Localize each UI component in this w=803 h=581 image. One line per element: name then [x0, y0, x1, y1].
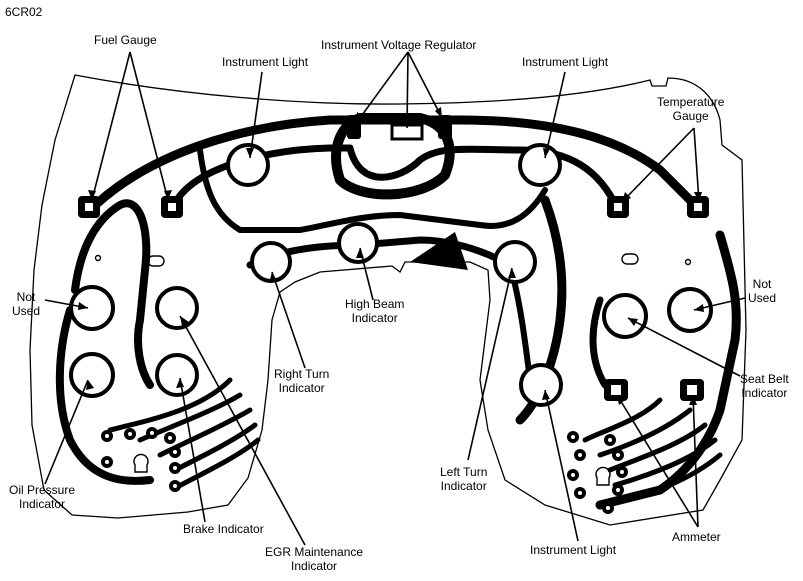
fuel-gauge-terminal-2-pad: [168, 203, 176, 211]
label-seat-belt-indicator: Seat Belt Indicator: [740, 372, 789, 400]
mount-hole-2: [684, 258, 692, 266]
slot-left: [147, 255, 165, 267]
leader-left-turn: [467, 267, 513, 461]
leader-egr: [179, 315, 306, 546]
leader-brake: [179, 377, 206, 523]
ammeter-terminal-1-pad: [611, 385, 621, 395]
label-temperature-gauge: Temperature Gauge: [657, 95, 725, 123]
slot-right: [621, 253, 639, 265]
figure-id: 6CR02: [5, 5, 43, 19]
instrument-light-bottom-socket: [519, 363, 563, 407]
leader-ammeter-2: [692, 394, 699, 528]
upper-main-trace: [83, 115, 705, 217]
leader-fuel-gauge-2: [129, 51, 169, 201]
mounting-holes: [94, 253, 692, 486]
label-instrument-light-bottom: Instrument Light: [530, 543, 617, 557]
leader-temperature-1: [621, 127, 695, 203]
lower-right-fan-1: [582, 397, 663, 443]
right-outer-trace: [595, 230, 741, 510]
lower-left-fan-4: [172, 422, 258, 473]
lower-right-fan-3: [607, 422, 708, 473]
conductor-wedge: [410, 232, 468, 270]
label-instrument-voltage-regulator: Instrument Voltage Regulator: [321, 38, 477, 52]
left-turn-socket: [493, 240, 537, 284]
instrument-light-right-socket: [518, 143, 562, 187]
left-outer-trace: [55, 306, 154, 485]
label-not-used-right: Not Used: [748, 277, 777, 305]
brake-socket: [155, 353, 199, 397]
leader-fuel-gauge-1: [91, 51, 131, 201]
mount-hole-1: [94, 254, 102, 262]
leader-regulator-1: [356, 51, 409, 123]
ammeter-terminal-2-pad: [687, 385, 697, 395]
temp-gauge-terminal-1-pad: [614, 203, 622, 211]
label-right-turn-indicator: Right Turn Indicator: [274, 367, 330, 395]
bulb-sockets: [69, 143, 713, 407]
instrument-light-left-socket: [226, 143, 270, 187]
lower-left-fan-5: [172, 437, 261, 491]
leader-lines: [44, 51, 746, 546]
label-instrument-light-right: Instrument Light: [522, 55, 609, 69]
connector-pins: [101, 427, 628, 514]
leader-regulator-2: [406, 51, 409, 129]
board-outline: [29, 74, 747, 526]
label-brake-indicator: Brake Indicator: [183, 522, 264, 536]
label-ammeter: Ammeter: [672, 530, 721, 544]
label-not-used-left: Not Used: [12, 290, 41, 318]
leader-temperature-2: [693, 127, 700, 203]
leader-instrument-light-right: [544, 71, 566, 159]
fuel-gauge-terminal-1-pad: [85, 203, 93, 211]
leader-seat-belt: [627, 317, 741, 377]
label-instrument-light-left: Instrument Light: [222, 55, 309, 69]
lower-right-fan-4: [612, 437, 718, 488]
lower-right-fan-2: [597, 407, 693, 458]
label-oil-pressure-indicator: Oil Pressure Indicator: [9, 483, 76, 511]
not-used-left-socket-2: [155, 286, 199, 330]
right-turn-socket: [250, 241, 292, 283]
leader-instrument-light-left: [249, 71, 263, 159]
label-egr-maintenance-indicator: EGR Maintenance Indicator: [265, 545, 364, 573]
leader-ammeter-1: [616, 394, 699, 528]
keyhole-right: [595, 466, 611, 486]
high-beam-socket: [337, 222, 379, 264]
seat-belt-socket: [602, 293, 648, 339]
keyhole-left: [133, 453, 149, 473]
regulator-terminal-right: [438, 115, 452, 139]
label-fuel-gauge: Fuel Gauge: [94, 33, 157, 47]
temp-gauge-terminal-2-pad: [694, 203, 702, 211]
left-vertical-trace: [71, 199, 154, 389]
label-left-turn-indicator: Left Turn Indicator: [440, 465, 488, 493]
leader-regulator-3: [407, 51, 443, 119]
not-used-left-socket-1: [69, 285, 115, 331]
left-inner-trace: [197, 147, 548, 233]
bottom-right-trace: [589, 296, 609, 389]
regulator-outer-trace: [331, 113, 455, 200]
leader-oil-pressure: [44, 379, 89, 485]
not-used-right-socket: [667, 287, 713, 333]
leader-right-turn: [271, 271, 306, 369]
oil-pressure-socket: [69, 352, 115, 398]
leader-arrowheads: [78, 107, 704, 405]
lower-right-fan-5: [615, 452, 723, 503]
label-high-beam-indicator: High Beam Indicator: [345, 297, 405, 325]
leader-instrument-light-bottom: [544, 389, 579, 542]
